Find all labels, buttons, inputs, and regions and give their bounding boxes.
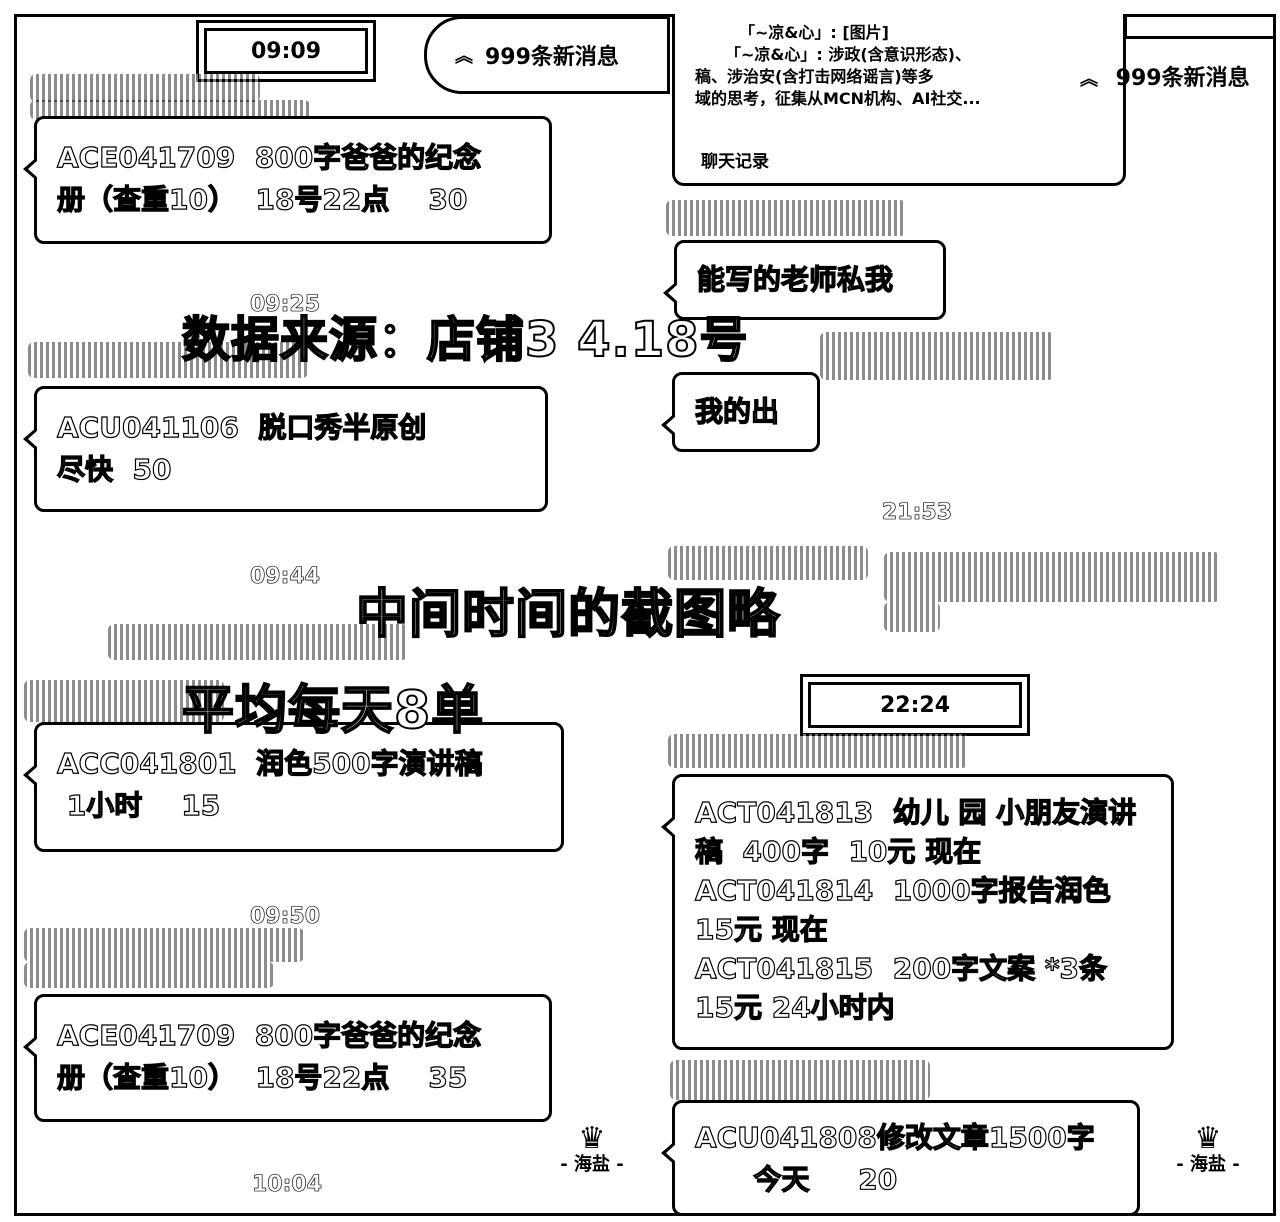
quoted-chat-record[interactable]: 「~凉&心」: [图片] 「~凉&心」: 涉政(含意识形态)、 稿、涉治安(含打… bbox=[672, 14, 1126, 186]
chat-bubble[interactable]: ACE041709 800字爸爸的纪念 册（查重10） 18号22点 35 bbox=[23, 994, 552, 1122]
time-stamp-box: 09:09 bbox=[196, 20, 376, 82]
message-line: 今天 20 bbox=[695, 1162, 898, 1196]
time-stamp: 21:53 bbox=[882, 500, 953, 526]
watermark-label: - 海盐 - bbox=[1176, 1154, 1240, 1175]
new-messages-button[interactable]: ︽ 999条新消息 bbox=[424, 16, 670, 94]
divider bbox=[1124, 36, 1276, 39]
message-line: ACC041801 润色500字演讲稿 bbox=[56, 746, 483, 780]
redacted-sender-name bbox=[108, 624, 408, 660]
time-stamp: 10:04 bbox=[252, 1172, 323, 1198]
message-line: ACT041813 幼儿 园 小朋友演讲 bbox=[694, 795, 1137, 829]
crown-icon: ♛ bbox=[578, 1121, 606, 1156]
quote-line: 域的思考，征集从MCN机构、AI社交... bbox=[695, 89, 981, 108]
time-stamp-box: 22:24 bbox=[800, 674, 1030, 736]
time-stamp: 22:24 bbox=[808, 682, 1022, 728]
new-messages-label: 999条新消息 bbox=[1115, 66, 1250, 91]
quote-line: 「~凉&心」: 涉政(含意识形态)、 bbox=[725, 45, 971, 64]
redacted-sender-name bbox=[30, 100, 310, 120]
redacted-sender-name bbox=[28, 342, 308, 378]
redacted-sender-name bbox=[24, 962, 274, 988]
new-messages-label: 999条新消息 bbox=[485, 45, 619, 70]
chat-bubble[interactable]: ACT041813 幼儿 园 小朋友演讲 稿 400字 10元 现在 ACT04… bbox=[661, 774, 1174, 1050]
redacted-message bbox=[884, 552, 1220, 602]
message-line: 册（查重10） 18号22点 30 bbox=[56, 182, 468, 216]
message-line: 15元 24小时内 bbox=[694, 990, 895, 1024]
message-line: ACT041814 1000字报告润色 bbox=[694, 873, 1111, 907]
new-messages-button-right[interactable]: ︽ 999条新消息 bbox=[1080, 60, 1250, 92]
message-line: 能写的老师私我 bbox=[696, 262, 894, 296]
crown-icon: ♛ bbox=[1194, 1121, 1222, 1156]
chat-bubble[interactable]: ACU041106 脱口秀半原创 尽快 50 bbox=[23, 386, 548, 512]
chat-bubble[interactable]: 我的出 bbox=[661, 372, 820, 452]
message-line: 稿 400字 10元 现在 bbox=[694, 834, 982, 868]
chat-record-label: 聊天记录 bbox=[701, 152, 769, 172]
quote-line: 稿、涉治安(含打击网络谣言)等多 bbox=[695, 67, 934, 86]
chat-bubble[interactable]: ACC041801 润色500字演讲稿 1小时 15 bbox=[23, 722, 564, 852]
quote-line: 「~凉&心」: [图片] bbox=[739, 23, 889, 42]
redacted-sender-name bbox=[24, 928, 304, 962]
chat-bubble[interactable]: 能写的老师私我 bbox=[663, 240, 946, 320]
message-line: ACE041709 800字爸爸的纪念 bbox=[56, 140, 482, 174]
screenshot-frame bbox=[14, 14, 1276, 1216]
redacted-sender-name bbox=[24, 680, 224, 722]
message-line: ACE041709 800字爸爸的纪念 bbox=[56, 1018, 482, 1052]
redacted-sender-name bbox=[668, 734, 968, 768]
message-line: 尽快 50 bbox=[56, 452, 172, 486]
watermark-label: - 海盐 - bbox=[560, 1154, 624, 1175]
message-line: ACU041808修改文章1500字 bbox=[694, 1120, 1095, 1154]
redacted-sender-name bbox=[666, 200, 906, 236]
message-line: 15元 现在 bbox=[694, 912, 828, 946]
time-stamp: 09:25 bbox=[250, 292, 321, 318]
redacted-sender-name bbox=[668, 546, 868, 580]
message-line: 我的出 bbox=[694, 394, 780, 428]
chat-bubble[interactable]: ACU041808修改文章1500字 今天 20 bbox=[661, 1100, 1140, 1216]
chat-bubble[interactable]: ACE041709 800字爸爸的纪念 册（查重10） 18号22点 30 bbox=[23, 116, 552, 244]
message-line: 册（查重10） 18号22点 35 bbox=[56, 1060, 468, 1094]
message-line: ACT041815 200字文案 *3条 bbox=[694, 951, 1108, 985]
annotation-average-orders: 平均每天8单 bbox=[181, 680, 485, 742]
double-chevron-up-icon: ︽ bbox=[455, 46, 473, 67]
time-stamp: 09:50 bbox=[250, 904, 321, 930]
message-line: ACU041106 脱口秀半原创 bbox=[56, 410, 427, 444]
annotation-middle-omitted: 中间时间的截图略 bbox=[355, 584, 781, 646]
watermark-badge: ♛ - 海盐 - bbox=[544, 1124, 640, 1176]
time-stamp: 09:09 bbox=[204, 28, 368, 74]
redacted-sender-name bbox=[30, 74, 260, 102]
redacted-message bbox=[884, 602, 940, 632]
redacted-sender-name bbox=[820, 332, 1054, 380]
watermark-badge: ♛ - 海盐 - bbox=[1160, 1124, 1256, 1176]
redacted-sender-name bbox=[670, 1060, 930, 1100]
time-stamp: 09:44 bbox=[250, 564, 321, 590]
message-line: 1小时 15 bbox=[57, 788, 221, 822]
annotation-data-source: 数据来源：店铺3 4.18号 bbox=[181, 311, 749, 369]
double-chevron-up-icon: ︽ bbox=[1080, 69, 1098, 90]
